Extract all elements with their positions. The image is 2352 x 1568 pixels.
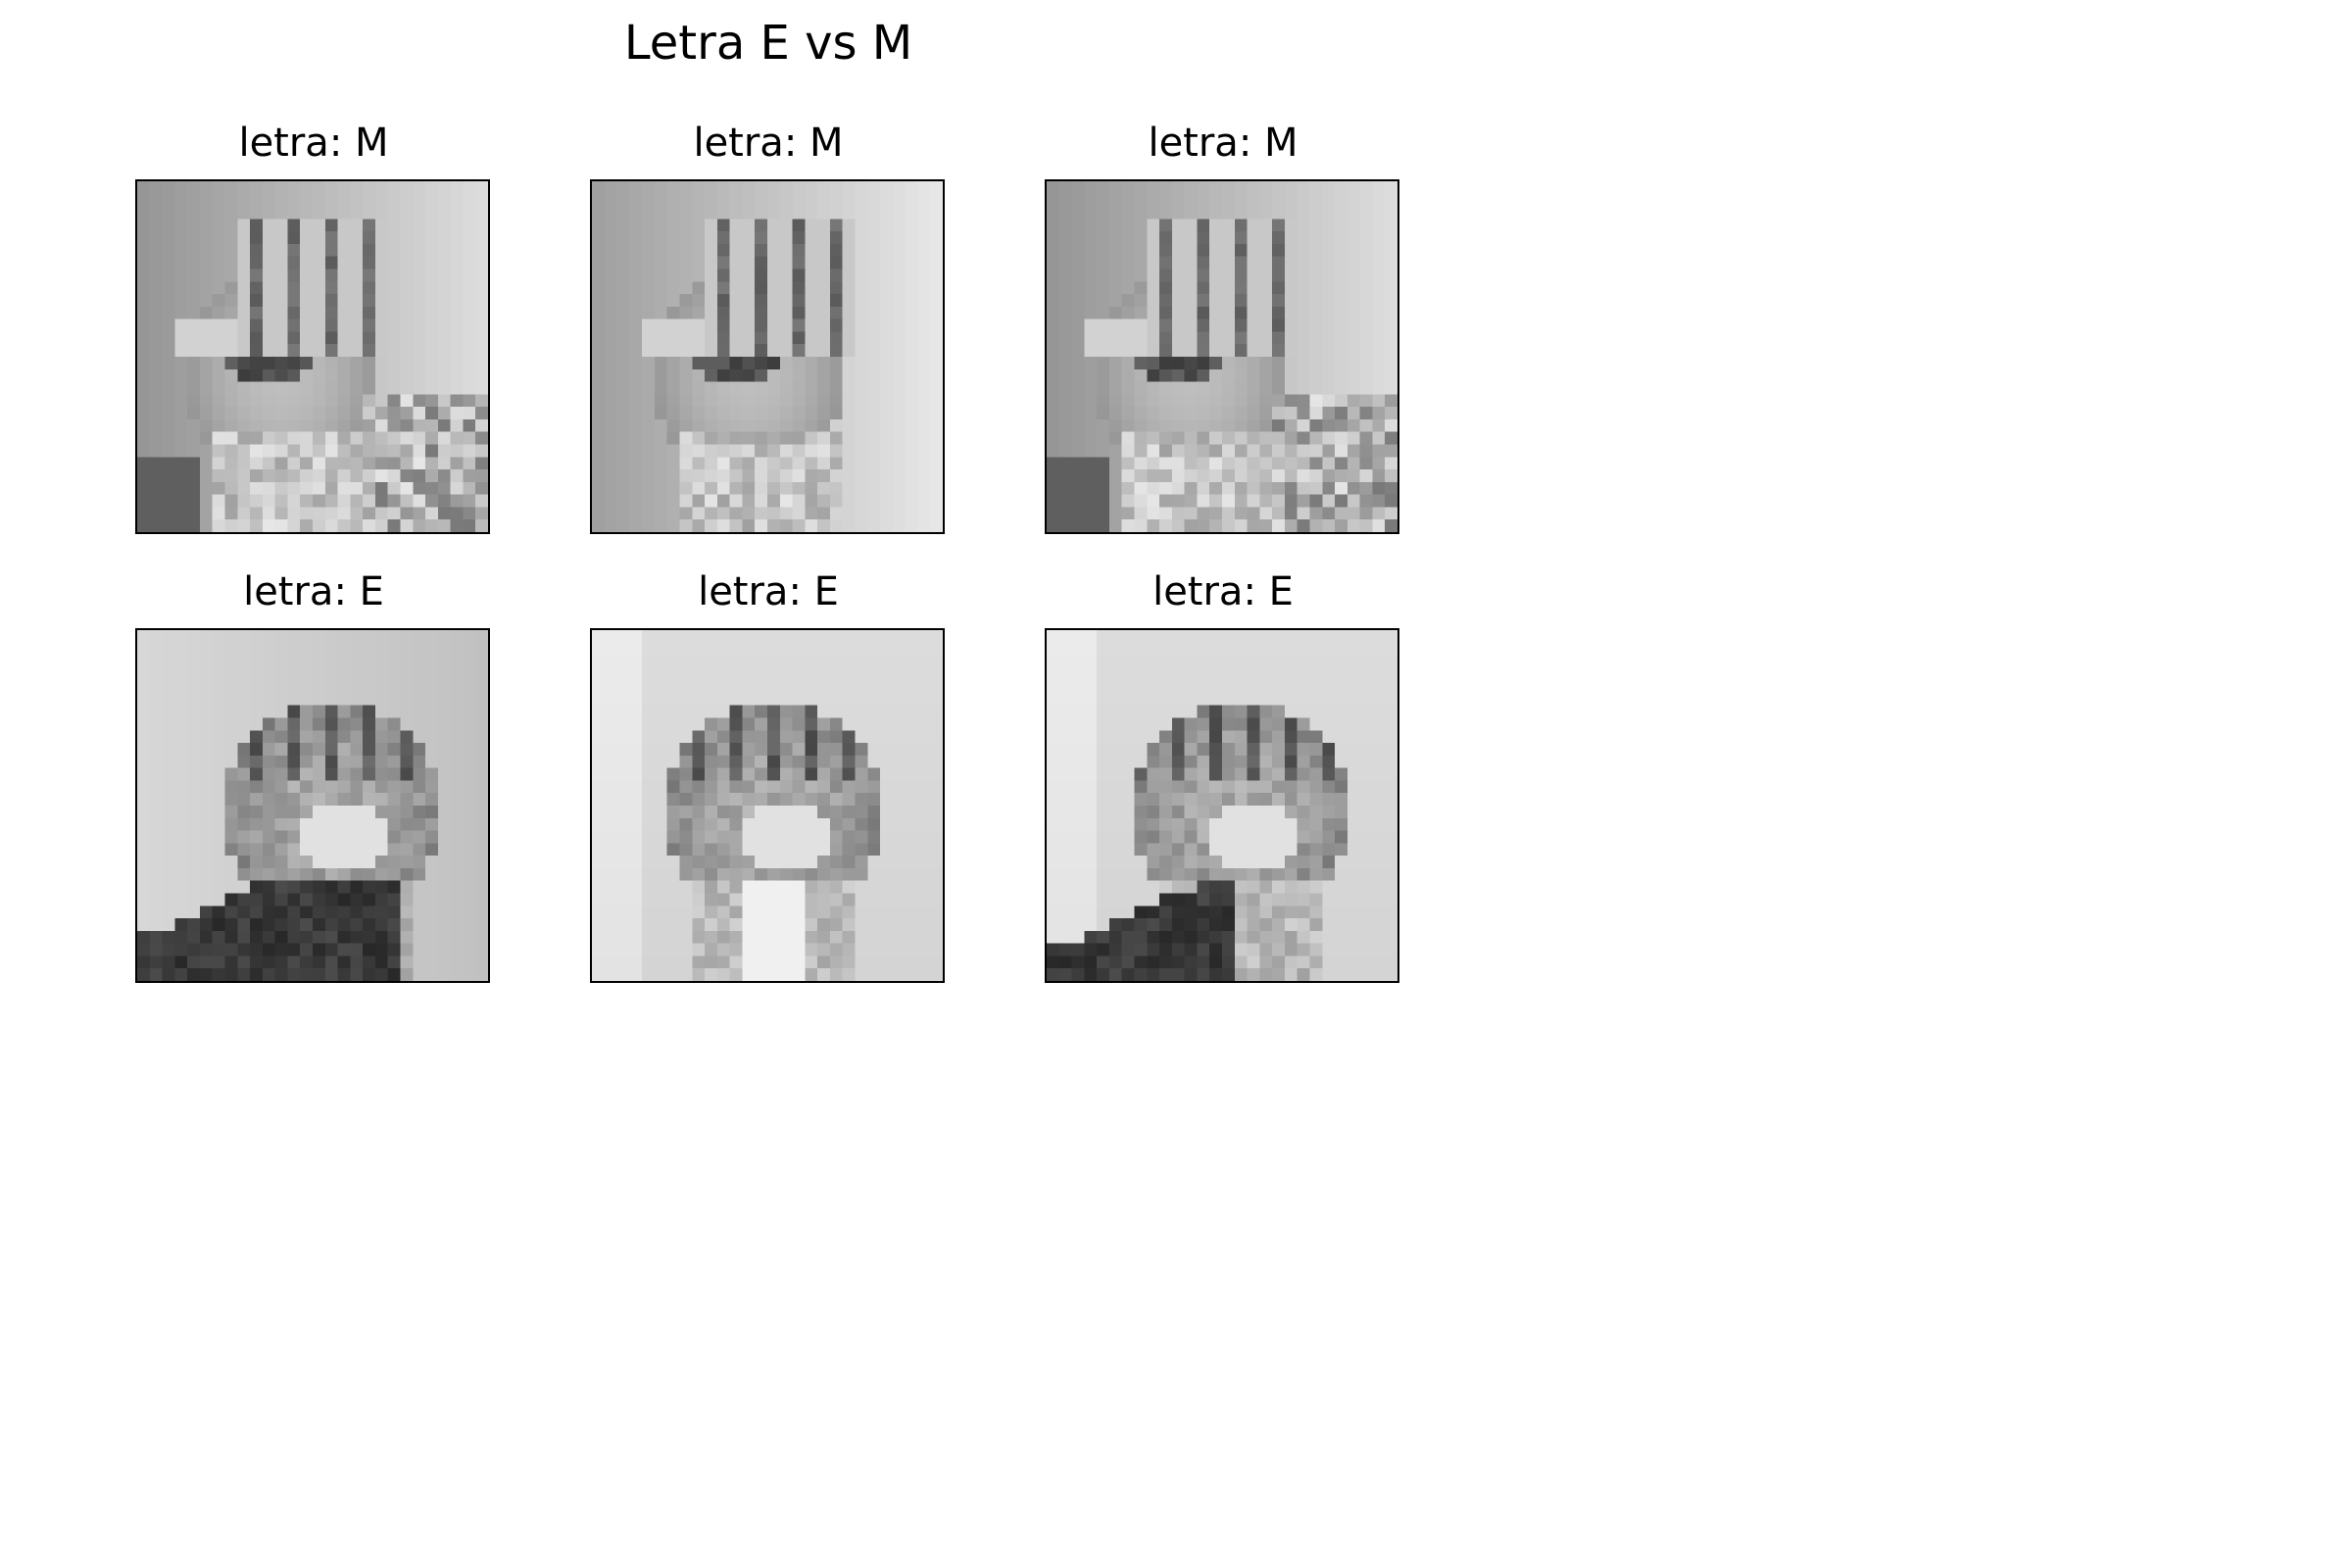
panel-title-3: letra: M — [1148, 121, 1298, 166]
panel-image-4 — [135, 628, 490, 983]
panel-title-5: letra: E — [698, 569, 839, 614]
figure-title: Letra E vs M — [623, 16, 913, 71]
panel-title-6: letra: E — [1152, 569, 1294, 614]
panel-title-2: letra: M — [693, 121, 844, 166]
panel-image-3 — [1045, 179, 1399, 534]
panel-title-1: letra: M — [238, 121, 389, 166]
panel-image-5 — [590, 628, 945, 983]
panel-image-6 — [1045, 628, 1399, 983]
panel-image-2 — [590, 179, 945, 534]
panel-image-1 — [135, 179, 490, 534]
panel-title-4: letra: E — [243, 569, 384, 614]
